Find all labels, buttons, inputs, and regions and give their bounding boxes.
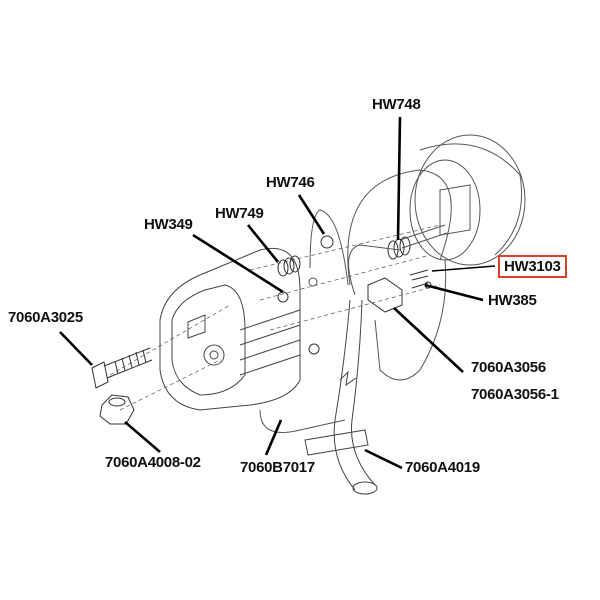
label-7060a3056-1: 7060A3056-1 [471, 386, 559, 403]
label-hw748: HW748 [372, 96, 421, 113]
spring-hw748 [387, 236, 411, 260]
screw-7060a3025 [91, 347, 153, 389]
label-hw3103-highlighted: HW3103 [498, 255, 567, 278]
label-hw749: HW749 [215, 205, 264, 222]
power-cord-7060a4019 [304, 299, 378, 495]
label-7060a3025: 7060A3025 [8, 309, 83, 326]
wires [259, 169, 452, 433]
assembly-axes [109, 224, 441, 411]
washer-hw349 [277, 291, 289, 303]
label-7060b7017: 7060B7017 [240, 459, 315, 476]
label-hw349: HW349 [144, 216, 193, 233]
leader-lines [59, 116, 496, 470]
fan-end-cap [399, 134, 526, 266]
label-hw746: HW746 [266, 174, 315, 191]
terminal-block-7060a3056 [367, 277, 403, 313]
label-7060a3056: 7060A3056 [471, 359, 546, 376]
label-7060a4008-02: 7060A4008-02 [105, 454, 201, 471]
label-7060a4019: 7060A4019 [405, 459, 480, 476]
spring-hw749 [277, 255, 301, 277]
washer-hw746 [320, 235, 334, 249]
label-hw385: HW385 [488, 292, 537, 309]
knob-7060a4008-02 [99, 394, 135, 425]
washer [308, 343, 320, 355]
motor-housing [159, 248, 301, 411]
